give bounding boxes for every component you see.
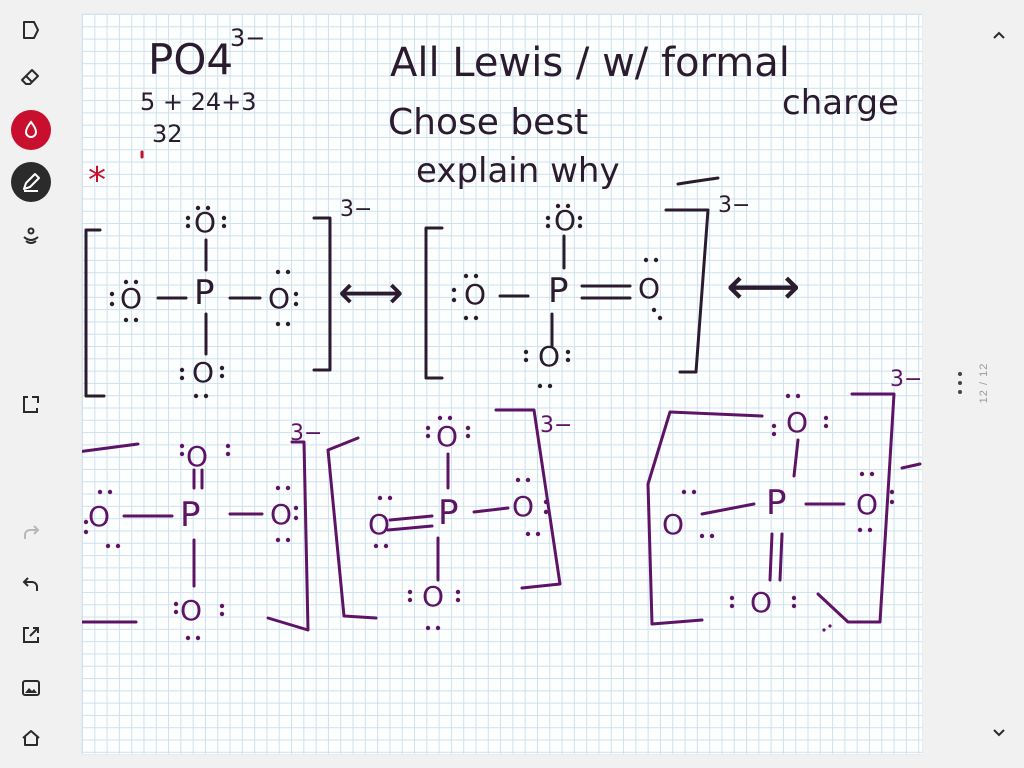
resonance-arrow-2: ⟷: [726, 257, 801, 317]
eraser-tool-button[interactable]: [11, 57, 51, 97]
atom-o-bottom: O: [180, 594, 202, 627]
chevron-down-icon: [993, 729, 1005, 737]
electron-total-text: 32: [152, 120, 183, 148]
atom-o-top: O: [786, 406, 808, 439]
home-tool-button[interactable]: [11, 718, 51, 758]
task-line2-text: Chose best: [388, 102, 588, 143]
formula-text: PO4: [148, 35, 233, 84]
scroll-down-button[interactable]: [984, 718, 1014, 748]
more-vertical-icon[interactable]: [953, 370, 967, 398]
right-rail: [974, 0, 1024, 768]
undo-icon: [22, 577, 38, 591]
atom-o-right: O: [856, 488, 878, 521]
atom-o-bottom: O: [538, 340, 560, 373]
share-icon: [23, 627, 39, 643]
redo-icon: [24, 525, 40, 539]
insert-image-tool-button[interactable]: [11, 668, 51, 708]
resonance-arrow-1: ⟷: [338, 265, 404, 319]
atom-o-left: O: [88, 500, 110, 533]
atom-o-right: O: [512, 490, 534, 523]
charge-label: 3−: [340, 197, 372, 222]
atom-o-right: O: [270, 498, 292, 531]
atom-o-top: O: [554, 204, 576, 237]
scroll-up-button[interactable]: [984, 20, 1014, 50]
electron-count-text: 5 + 24+3: [140, 88, 257, 116]
share-tool-button[interactable]: [11, 615, 51, 655]
home-icon: [22, 730, 40, 746]
atom-o-bottom: O: [192, 356, 214, 389]
atom-o-bottom: O: [422, 580, 444, 613]
atom-o-left: O: [368, 508, 390, 541]
atom-o-left: O: [120, 282, 142, 315]
task-line3-text: explain why: [416, 151, 620, 191]
fullscreen-icon: [23, 396, 39, 413]
atom-p: P: [438, 493, 459, 533]
atom-o-right: O: [638, 272, 660, 305]
atom-p: P: [548, 271, 569, 311]
eraser-icon: [21, 69, 39, 85]
atom-p: P: [180, 495, 201, 535]
atom-o-top: O: [436, 420, 458, 453]
note-canvas[interactable]: PO4 3− 5 + 24+3 32 All Lewis / w/ formal…: [82, 14, 922, 754]
left-toolbar: [0, 0, 62, 768]
atom-o-right: O: [268, 282, 290, 315]
task-line1-text: All Lewis / w/ formal: [390, 40, 790, 86]
fullscreen-tool-button[interactable]: [11, 385, 51, 425]
atom-o-left: O: [662, 508, 684, 541]
atom-o-bottom: O: [750, 586, 772, 619]
lewis-structure-1: 3− P O O O O ⟷: [84, 197, 404, 399]
star-mark: *: [88, 160, 106, 201]
redo-tool-button[interactable]: [11, 513, 51, 553]
atom-p: P: [766, 483, 787, 523]
laser-tool-button[interactable]: [11, 215, 51, 255]
laser-pointer-icon: [23, 227, 39, 244]
page-counter: 12 / 12: [978, 362, 990, 404]
atom-o-top: O: [194, 206, 216, 239]
charge-label: 3−: [890, 367, 922, 392]
charge-label: 3−: [718, 193, 750, 218]
charge-label: 3−: [290, 421, 322, 446]
pen-icon: [23, 173, 40, 192]
undo-tool-button[interactable]: [11, 565, 51, 605]
atom-o-top: O: [186, 440, 208, 473]
atom-o-left: O: [464, 278, 486, 311]
chevron-up-icon: [993, 31, 1005, 39]
highlighter-tool-button[interactable]: [11, 110, 51, 150]
highlighter-icon: [24, 120, 38, 138]
lewis-structure-2: 3− P O O O O ⟷: [424, 193, 801, 389]
lasso-icon: [23, 21, 39, 39]
atom-p: P: [194, 273, 215, 313]
charge-label: 3−: [540, 413, 572, 438]
lasso-tool-button[interactable]: [11, 10, 51, 50]
task-line1b-text: charge: [782, 83, 899, 123]
pen-tool-button[interactable]: [11, 162, 51, 202]
formula-charge-text: 3−: [230, 24, 265, 52]
lewis-structure-5: 3− P O O O O: [646, 367, 922, 632]
lewis-structure-4: 3− P O O O O: [326, 408, 572, 631]
image-icon: [22, 680, 40, 696]
lewis-structure-3: 3− P O O O O: [82, 421, 322, 641]
handwriting-layer: PO4 3− 5 + 24+3 32 All Lewis / w/ formal…: [82, 24, 922, 641]
